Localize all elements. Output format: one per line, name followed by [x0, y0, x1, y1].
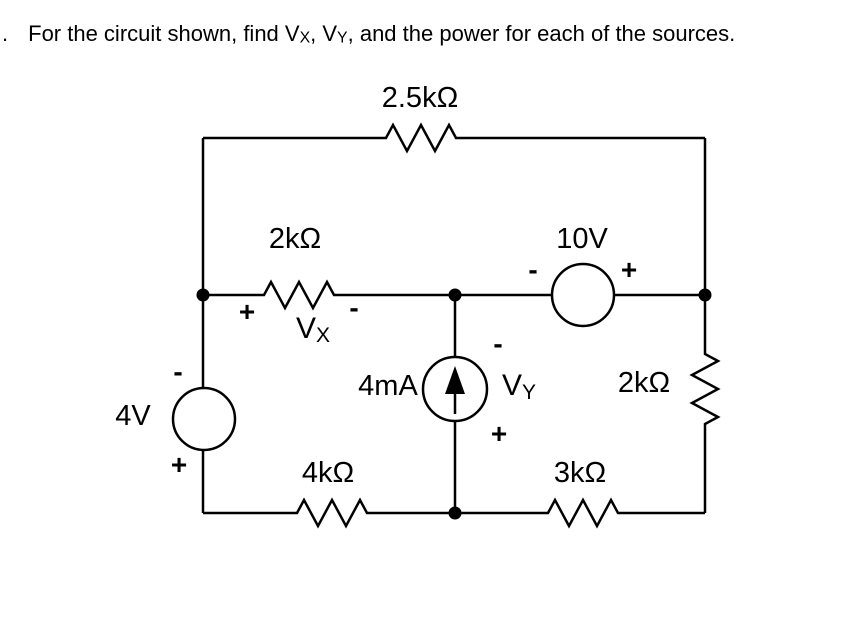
node-dot-center-top: [448, 288, 462, 302]
vy-minus-sign: -: [493, 328, 503, 359]
vx-label-letter: V: [295, 312, 316, 345]
resistor-top-label: 2.5kΩ: [381, 82, 459, 114]
node-dot-right: [698, 288, 712, 302]
current-arrow-head: [445, 366, 465, 394]
voltage-source-4v-circle: [171, 386, 237, 452]
vx-minus-sign: -: [349, 292, 359, 323]
vx-label-subscript: X: [316, 323, 331, 347]
top-wire-resistor: [203, 122, 705, 154]
source-10v-minus-sign: -: [528, 254, 538, 285]
voltage-source-10v-circle: [550, 262, 616, 328]
vx-plus-sign: +: [238, 296, 256, 327]
vx-label: VX: [296, 314, 330, 346]
current-source-4ma-label: 4mA: [358, 370, 418, 402]
source-4v-minus-sign: -: [173, 356, 183, 387]
voltage-source-4v-label: 4V: [115, 400, 151, 432]
vy-plus-sign: +: [490, 418, 508, 449]
vy-label-letter: V: [501, 369, 522, 402]
right-wire-resistor: [689, 138, 721, 513]
problem-title: . For the circuit shown, find VX, VY, and…: [2, 21, 735, 48]
title-vy-subscript: Y: [337, 29, 348, 47]
title-text-between: , V: [310, 21, 338, 46]
resistor-bottom-left-label: 4kΩ: [301, 457, 355, 489]
title-text-before-vx: For the circuit shown, find V: [28, 21, 300, 46]
title-text-after: , and the power for each of the sources.: [347, 21, 736, 46]
title-number-marker: .: [2, 21, 9, 46]
node-dot-center-bottom: [448, 506, 462, 520]
middle-wire-resistor: [203, 279, 705, 311]
source-4v-plus-sign: +: [170, 449, 188, 480]
vy-label-subscript: Y: [522, 380, 537, 404]
title-vx-subscript: X: [299, 29, 311, 47]
resistor-bottom-right-label: 3kΩ: [553, 457, 607, 489]
resistor-right-label: 2kΩ: [617, 367, 671, 399]
voltage-source-10v-label: 10V: [556, 223, 608, 255]
vy-label: VY: [502, 371, 536, 403]
node-dot-left: [196, 288, 210, 302]
source-10v-plus-sign: +: [620, 254, 638, 285]
resistor-mid-label: 2kΩ: [268, 223, 322, 255]
